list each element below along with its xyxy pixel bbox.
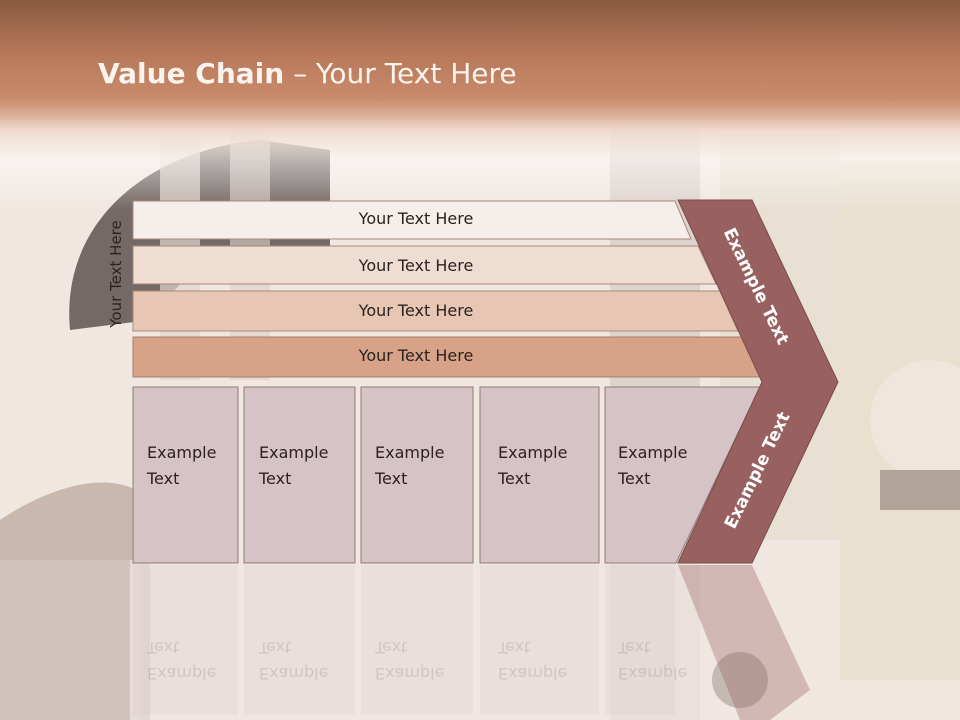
primary-box-4-reflection: Example Text bbox=[498, 638, 568, 683]
primary-box-1-label: Example Text bbox=[147, 443, 217, 488]
support-bar-1 bbox=[132, 200, 692, 240]
primary-box-2 bbox=[243, 386, 356, 564]
support-bar-3-label: Your Text Here bbox=[358, 301, 474, 320]
support-bar-1-label: Your Text Here bbox=[358, 209, 474, 228]
primary-box-5-label: Example Text bbox=[618, 443, 688, 488]
slide-title: Value Chain – Your Text Here bbox=[98, 56, 517, 96]
primary-box-3 bbox=[360, 386, 474, 564]
chevron-reflection bbox=[678, 565, 810, 720]
support-bar-4-label: Your Text Here bbox=[358, 346, 474, 365]
primary-box-3-label: Example Text bbox=[375, 443, 445, 488]
primary-box-5-reflection: Example Text bbox=[618, 638, 688, 683]
margin-chevron bbox=[677, 199, 839, 564]
primary-box-4 bbox=[479, 386, 600, 564]
side-label-text: Your Text Here bbox=[107, 220, 125, 328]
support-activities-label: Your Text Here bbox=[104, 220, 128, 327]
primary-box-2-label: Example Text bbox=[259, 443, 329, 488]
primary-box-1 bbox=[132, 386, 239, 564]
title-rest: – Your Text Here bbox=[284, 57, 517, 90]
primary-box-2-reflection: Example Text bbox=[259, 638, 329, 683]
title-strong: Value Chain bbox=[98, 57, 285, 90]
primary-box-5 bbox=[604, 386, 761, 564]
support-bar-2-label: Your Text Here bbox=[358, 256, 474, 275]
primary-box-1-reflection: Example Text bbox=[147, 638, 217, 683]
title-bar bbox=[0, 0, 960, 160]
reflection bbox=[133, 565, 675, 715]
support-bar-2 bbox=[132, 245, 717, 285]
primary-box-3-reflection: Example Text bbox=[375, 638, 445, 683]
primary-box-4-label: Example Text bbox=[498, 443, 568, 488]
